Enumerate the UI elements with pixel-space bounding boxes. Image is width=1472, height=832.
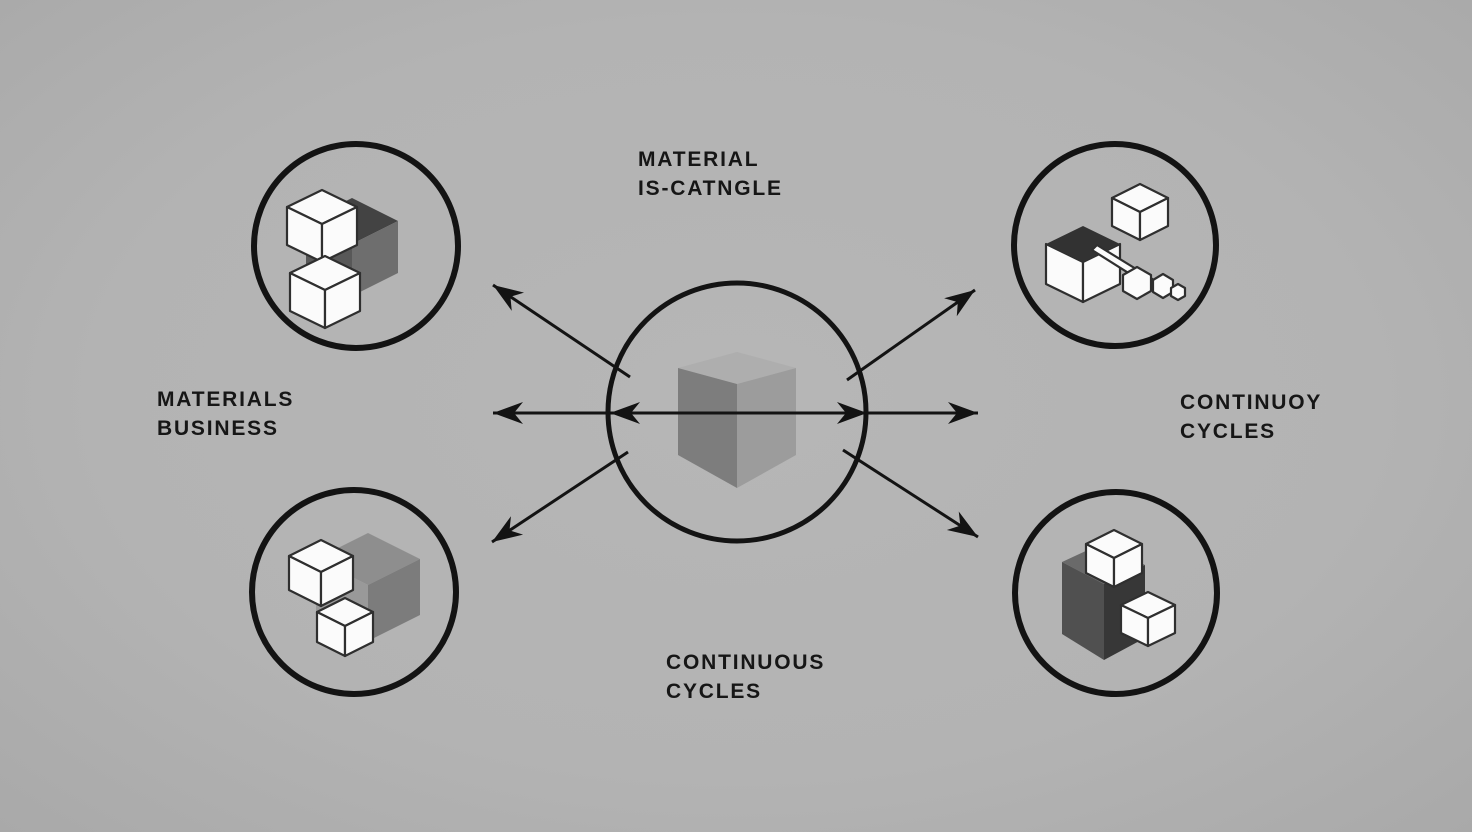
arrow-down-left-line: [491, 450, 629, 544]
arrows-group: [491, 283, 979, 544]
arrowhead-right-inner-icon: [837, 402, 867, 424]
arrow-down-right: [842, 448, 979, 539]
label-right-line1: CONTINUOY: [1180, 391, 1323, 414]
two-white-cubes-gray-cube-icon: [287, 533, 420, 658]
arrowhead-down-right-icon: [946, 511, 978, 537]
arrowhead-up-left-icon: [493, 285, 525, 311]
arrow-up-left-line: [492, 283, 631, 379]
center-cube-icon: [678, 352, 796, 488]
node-top-left: [251, 141, 461, 351]
hex-fragment-large: [1121, 265, 1153, 301]
arrow-up-right-line: [846, 288, 976, 382]
label-left: MATERIALS BUSINESS: [157, 385, 294, 443]
center-cube-right-face: [737, 368, 796, 488]
label-bottom-line1: CONTINUOUS: [666, 651, 826, 674]
white-cube-front-right: [1119, 590, 1177, 648]
dark-top-cube: [1044, 226, 1122, 304]
arrowhead-up-right-icon: [944, 290, 975, 317]
arrowhead-left-outer-icon: [493, 402, 523, 424]
label-top: MATERIAL IS-CATNGLE: [638, 145, 783, 203]
label-left-line2: BUSINESS: [157, 417, 279, 440]
white-cube-upper: [285, 188, 359, 264]
cube-extraction-arm-icon: [1044, 182, 1187, 304]
arrowhead-right-outer-icon: [948, 402, 978, 424]
white-cube-upper: [287, 538, 355, 608]
label-left-line1: MATERIALS: [157, 388, 295, 411]
white-cube-lower: [315, 596, 375, 658]
node-bottom-left: [249, 487, 459, 697]
white-cube-lower: [288, 254, 362, 330]
label-top-line2: IS-CATNGLE: [638, 177, 783, 200]
arrow-down-left: [491, 450, 629, 544]
arrowhead-down-left-icon: [492, 516, 524, 542]
gray-cube-right-face: [368, 559, 420, 641]
hex-fragment-small: [1169, 282, 1187, 302]
dark-cube-right-face: [352, 221, 398, 296]
hex-fragment-medium: [1151, 272, 1175, 300]
arrowhead-left-inner-icon: [610, 402, 640, 424]
center-node: [605, 280, 869, 544]
bottom-right-circle: [1012, 489, 1220, 697]
white-cube-upper-right: [1110, 182, 1170, 242]
label-bottom-line2: CYCLES: [666, 680, 762, 703]
arrow-up-right: [846, 288, 976, 382]
arrow-up-left: [492, 283, 631, 379]
center-cube-left-face: [678, 368, 737, 488]
top-right-circle: [1011, 141, 1219, 349]
white-cube-on-top: [1084, 528, 1144, 589]
top-left-circle: [251, 141, 461, 351]
block-left-face: [1062, 562, 1104, 660]
label-top-line1: MATERIAL: [638, 148, 760, 171]
arrow-down-right-line: [842, 448, 979, 539]
dark-block-white-cubes-icon: [1062, 528, 1177, 660]
two-white-cubes-dark-cube-icon: [285, 188, 398, 330]
node-top-right: [1011, 141, 1219, 349]
arrow-horizontal: [493, 402, 978, 424]
label-bottom: CONTINUOUS CYCLES: [666, 648, 825, 706]
label-right-line2: CYCLES: [1180, 420, 1276, 443]
node-bottom-right: [1012, 489, 1220, 697]
bottom-left-circle: [249, 487, 459, 697]
label-right: CONTINUOY CYCLES: [1180, 388, 1322, 446]
